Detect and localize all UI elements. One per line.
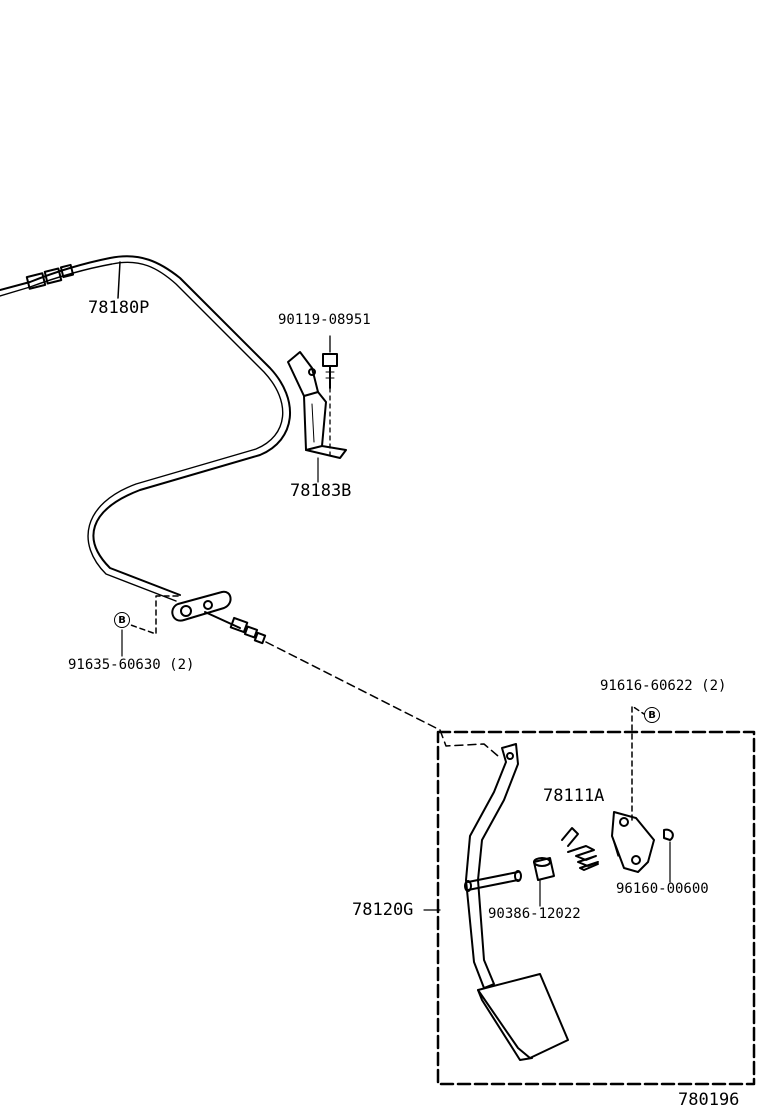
pedal-support xyxy=(611,811,655,873)
label-bracket-bolt: 90119-08951 xyxy=(278,312,371,328)
pivot-pin xyxy=(464,870,522,892)
pedal-pad xyxy=(477,973,569,1061)
cable-end-leader xyxy=(265,641,499,757)
label-bracket: 78183B xyxy=(290,481,352,501)
pedal-spring xyxy=(561,827,599,871)
bushing xyxy=(533,857,555,881)
callout-b-support: B xyxy=(644,707,660,723)
label-pedal-arm: 78120G xyxy=(352,900,414,920)
clamp-bolt-leader xyxy=(127,595,179,635)
label-pedal-support: 96160-00600 xyxy=(616,881,709,897)
clip xyxy=(663,828,674,841)
pedal-assembly-box xyxy=(436,730,756,1086)
pedal-arm xyxy=(465,743,519,989)
label-cable: 78180P xyxy=(88,298,150,318)
label-pedal-support-bolt: 91616-60622 (2) xyxy=(600,678,727,694)
cable-clamp-plate xyxy=(171,590,267,645)
support-bolt-leader xyxy=(631,705,645,821)
bracket-bolt xyxy=(322,335,338,457)
label-leaders xyxy=(121,457,671,911)
label-bushing: 90386-12022 xyxy=(488,906,581,922)
callout-b-clamp: B xyxy=(114,612,130,628)
cable-bracket xyxy=(287,351,347,459)
diagram-code: 780196 xyxy=(678,1090,740,1110)
label-cable-clamp-bolt: 91635-60630 (2) xyxy=(68,657,195,673)
label-pedal-spring: 78111A xyxy=(543,786,605,806)
accelerator-cable xyxy=(0,255,291,602)
